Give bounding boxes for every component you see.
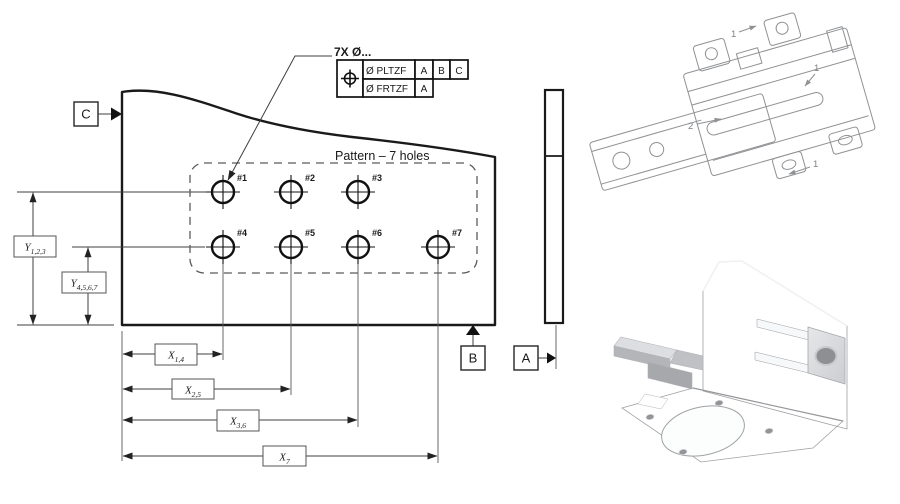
wireframe-lug-1: [771, 151, 807, 180]
x-dim-label-25: X2,5: [184, 385, 201, 400]
hole-label-1: #1: [237, 173, 247, 183]
photo-base-notch: [637, 393, 669, 410]
hole-4: #4: [206, 228, 247, 264]
photo-slot-2: [754, 351, 814, 375]
hole-1: #1: [206, 173, 247, 209]
photo-tab-hole: [814, 346, 838, 366]
hole-label-3: #3: [372, 173, 382, 183]
gdt-drawing: Pattern – 7 holes #1 #2 #3 #4: [13, 45, 565, 467]
fcf-datum-ref-a2: A: [421, 84, 428, 95]
hole-label-7: #7: [452, 228, 462, 238]
pattern-boundary: [189, 162, 478, 274]
y-dimension-4567: Y4,5,6,7: [61, 247, 107, 325]
hole-label-6: #6: [372, 228, 382, 238]
part-outline: [120, 89, 497, 327]
datum-a-flag: A: [513, 345, 556, 371]
y-dimension-123: Y1,2,3: [13, 192, 57, 325]
wireframe-rail: [589, 93, 776, 191]
y-dim-label-123: Y1,2,3: [24, 242, 45, 257]
photo-slot-1: [756, 318, 814, 342]
x-dimension-7: X7: [122, 445, 438, 467]
fcf-tolerance-1: Ø PLTZF: [366, 66, 406, 77]
bracket-photo: [613, 260, 848, 463]
hole-label-4: #4: [237, 228, 247, 238]
photo-screw-holes: [645, 399, 774, 456]
x-dim-label-36: X3,6: [229, 416, 246, 431]
feature-control-frame: 7X Ø... Ø PLTZF A B C Ø FRTZF A: [227, 45, 469, 181]
x-dimension-14: X1,4: [122, 343, 223, 366]
datum-a-label: A: [522, 351, 531, 366]
hole-3: #3: [341, 173, 382, 209]
wireframe-callout-2: 2: [688, 121, 693, 132]
bracket-wireframe: 1 2 1 1: [589, 12, 876, 191]
hole-label-2: #2: [305, 173, 315, 183]
wireframe-callout-1-right: 1: [814, 63, 819, 74]
datum-b-flag: B: [460, 325, 486, 371]
x-dim-label-7: X7: [278, 452, 290, 467]
side-view: [543, 88, 565, 369]
x-dimension-36: X3,6: [122, 409, 358, 432]
hole-label-5: #5: [305, 228, 315, 238]
hole-5: #5: [274, 228, 315, 264]
hole-7: #7: [421, 228, 462, 264]
datum-b-triangle: [466, 325, 480, 335]
datum-c-triangle: [111, 107, 122, 121]
wireframe-main-plate: [683, 27, 876, 177]
wireframe-ear-1: [692, 37, 731, 72]
extension-lines: [17, 191, 439, 463]
hole-6: #6: [341, 228, 382, 264]
wireframe-callout-1-top: 1: [731, 29, 736, 40]
wireframe-ear-2: [763, 12, 802, 46]
photo-large-hole: [661, 405, 745, 457]
x-dim-label-14: X1,4: [167, 350, 184, 365]
callout-leader: [227, 55, 332, 181]
datum-b-label: B: [469, 351, 478, 366]
fcf-datum-ref-a1: A: [421, 66, 428, 77]
wireframe-rail-hole-1: [612, 151, 631, 170]
fcf-datum-ref-c1: C: [455, 66, 462, 77]
position-symbol-icon: [341, 69, 359, 88]
hole-pattern: #1 #2 #3 #4 #5: [206, 173, 462, 264]
y-dim-label-4567: Y4,5,6,7: [71, 278, 98, 293]
fcf-datum-ref-b1: B: [438, 66, 445, 77]
datum-c-flag: C: [73, 101, 122, 127]
hole-2: #2: [274, 173, 315, 209]
datum-a-triangle: [547, 352, 556, 364]
wireframe-slot: [706, 92, 824, 136]
pattern-label: Pattern – 7 holes: [335, 149, 430, 163]
hole-callout: 7X Ø...: [334, 45, 371, 59]
wireframe-rail-hole-2: [649, 142, 665, 158]
wireframe-callout-1-bottom: 1: [813, 159, 818, 170]
photo-left-flange: [613, 336, 704, 390]
x-dimension-25: X2,5: [122, 378, 291, 400]
fcf-tolerance-2: Ø FRTZF: [366, 84, 408, 95]
datum-c-label: C: [81, 107, 90, 122]
wireframe-lug-2: [828, 126, 863, 155]
